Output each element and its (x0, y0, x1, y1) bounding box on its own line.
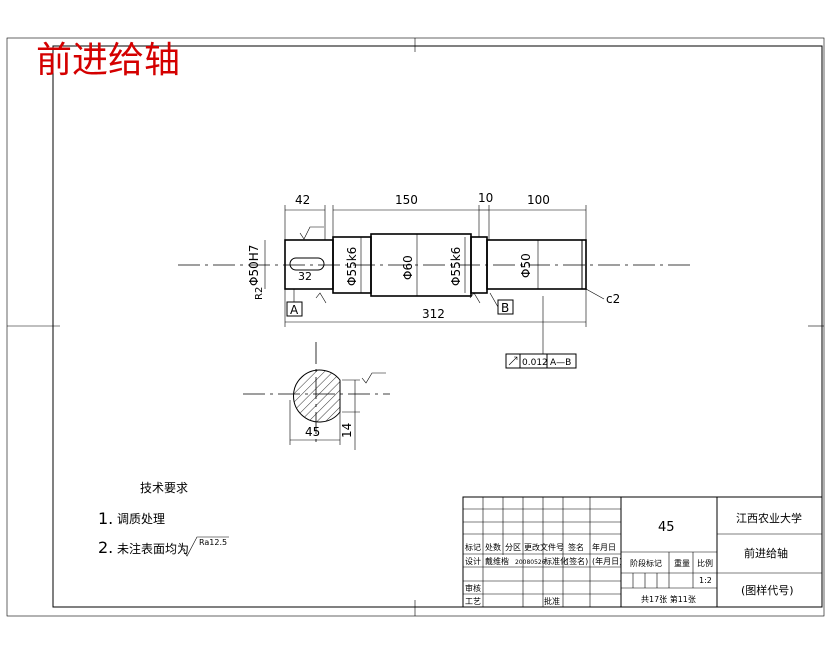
tb-drawing-no: (图样代号) (741, 583, 794, 597)
tb-h-date: 年月日 (592, 542, 616, 552)
svg-text:A—B: A—B (550, 358, 571, 368)
tb-scale-label: 比例 (697, 558, 713, 568)
dim-150: 150 (395, 193, 418, 207)
tech-roughness: Ra12.5 (199, 538, 227, 547)
tb-date2: (年月日) (592, 556, 622, 566)
dim-10: 10 (478, 191, 493, 205)
inner-frame (52, 45, 823, 608)
dim-chamfer-c2: c2 (606, 292, 620, 306)
chamfer-leader (585, 288, 605, 300)
svg-text:B: B (501, 301, 509, 315)
tech-heading: 技术要求 (140, 481, 188, 495)
tb-designer-label: 设计 (465, 556, 481, 566)
tb-approve: 批准 (544, 596, 560, 606)
tb-material: 45 (658, 520, 675, 535)
tb-review: 审核 (465, 583, 481, 593)
right-end-section (486, 239, 587, 290)
frame-center-marks (7, 38, 824, 616)
dim-312: 312 (422, 307, 445, 321)
tolerance-frame: 0.012 A—B (505, 353, 577, 369)
outer-frame (6, 37, 825, 617)
dim-phi50: Φ50 (519, 253, 533, 278)
tb-designer-name: 戴维楷 (485, 556, 509, 566)
tb-sheets: 共17张 第11张 (641, 594, 696, 604)
title-block (462, 496, 823, 608)
svg-text:A: A (290, 303, 299, 317)
dim-32: 32 (298, 270, 312, 283)
dim-phi50h7: Φ50H7 (247, 245, 261, 286)
tech-item1-num: 1. (98, 509, 113, 528)
tb-h-sign: 签名 (568, 542, 584, 552)
cross-section-view (243, 342, 390, 450)
tb-sign2: (签名) (566, 556, 588, 566)
tb-weight: 重量 (674, 558, 690, 568)
tb-part-name: 前进给轴 (744, 546, 788, 560)
keyway-slot (289, 257, 325, 271)
diameter-dimension-lines (264, 234, 539, 296)
tb-std-label: 标准化 (544, 556, 568, 566)
dim-phi55k6-right: Φ55k6 (449, 247, 463, 286)
datum-b: B (489, 292, 514, 315)
overall-dimension (284, 289, 587, 327)
tb-scale: 1:2 (699, 576, 712, 585)
tb-school: 江西农业大学 (736, 511, 802, 525)
dim-phi60: Φ60 (401, 255, 415, 280)
tb-stage-mark: 阶段标记 (630, 558, 662, 568)
tb-h-count: 处数 (485, 542, 501, 552)
top-dimensions (284, 205, 587, 240)
dim-phi55k6-left: Φ55k6 (345, 247, 359, 286)
roughness-symbol (180, 536, 229, 557)
drawing-title: 前进给轴 (36, 40, 180, 81)
tech-item2-num: 2. (98, 538, 113, 557)
svg-text:0.012: 0.012 (522, 358, 548, 368)
dim-r2: R2 (254, 287, 265, 300)
tech-item2-text: 未注表面均为 (117, 541, 189, 556)
tb-h-mark: 标记 (465, 542, 481, 552)
tb-h-zone: 分区 (505, 543, 521, 552)
tb-h-doc: 更改文件号 (524, 542, 564, 552)
dim-section-45: 45 (305, 425, 320, 439)
datum-a: A (286, 289, 303, 317)
roughness-symbols-main (299, 226, 481, 304)
dim-section-14: 14 (340, 423, 354, 438)
dim-42: 42 (295, 193, 310, 207)
tb-process: 工艺 (465, 597, 481, 606)
tech-item1-text: 调质处理 (117, 512, 165, 526)
tb-designer-date: 20080526 (515, 559, 546, 566)
dim-100: 100 (527, 193, 550, 207)
